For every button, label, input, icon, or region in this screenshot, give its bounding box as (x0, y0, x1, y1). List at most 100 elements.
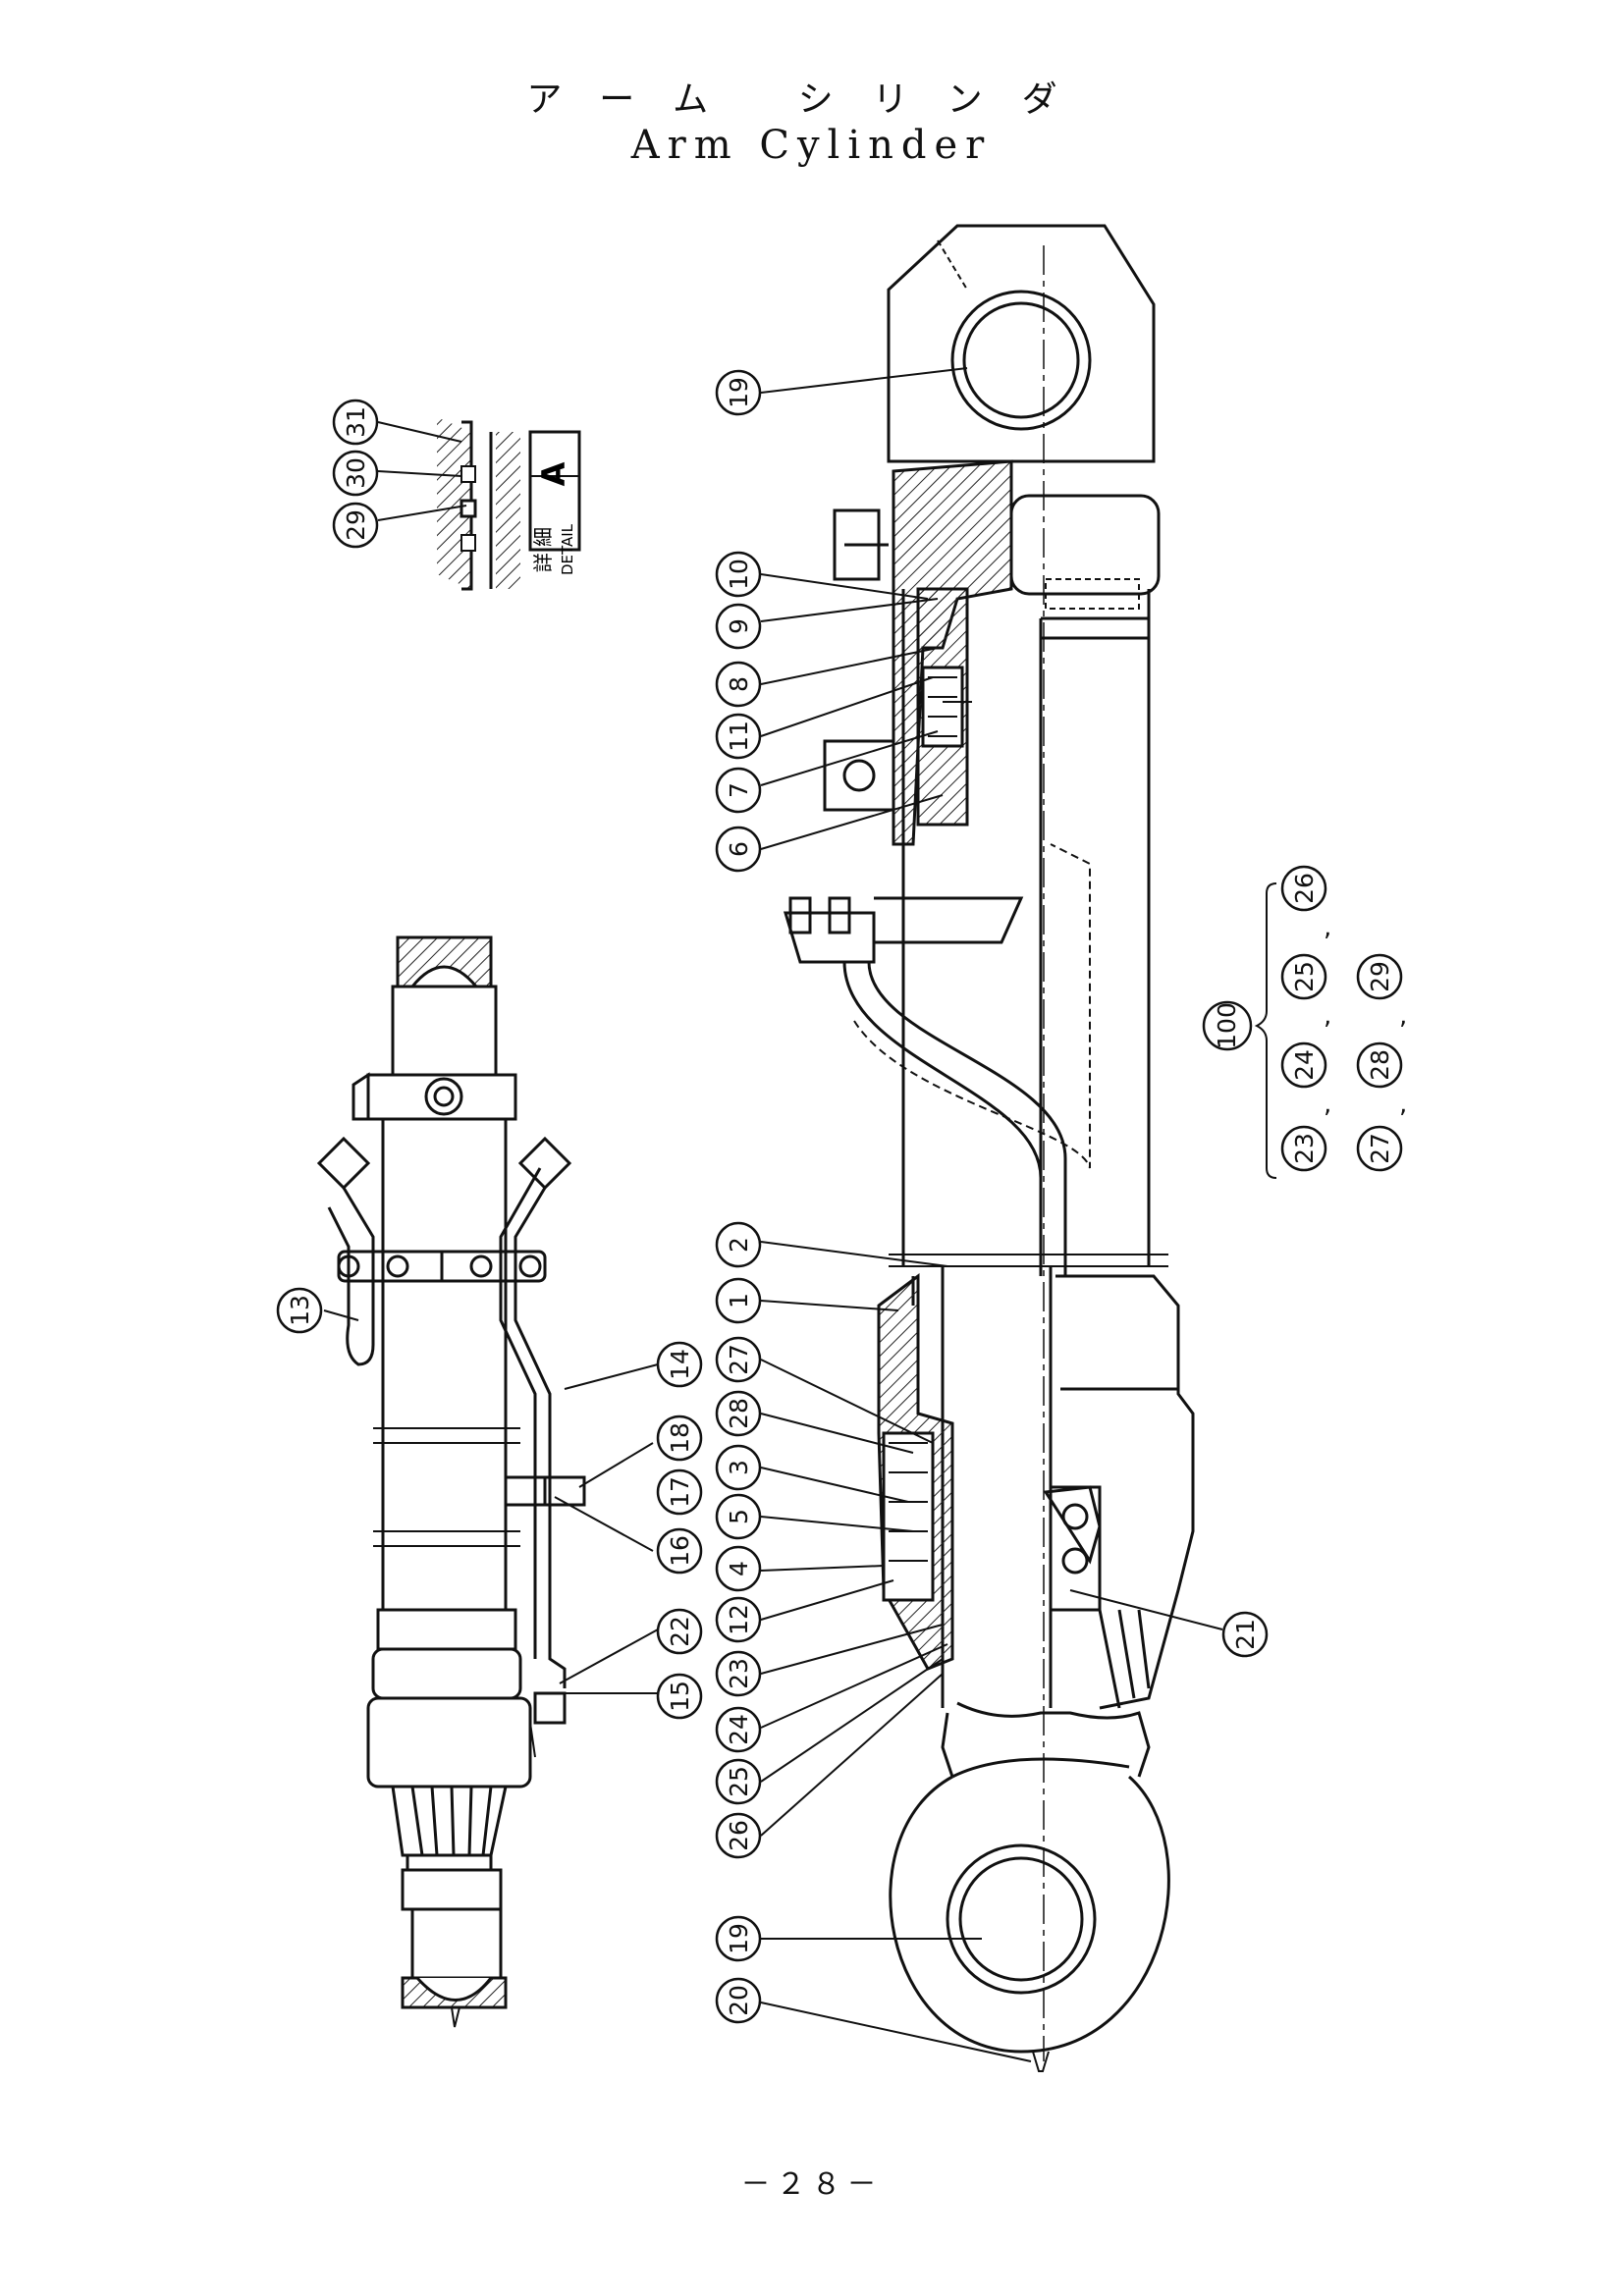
svg-text:22: 22 (666, 1616, 694, 1647)
svg-text:,: , (1324, 1090, 1331, 1119)
detail-label: 詳 細 DETAIL A (531, 461, 576, 575)
svg-text:9: 9 (725, 618, 753, 634)
svg-text:30: 30 (342, 457, 370, 489)
pipe-clamp (783, 911, 876, 964)
side-lug (823, 739, 895, 812)
svg-text:13: 13 (286, 1295, 314, 1326)
callout-19-bottom: 19 (715, 1915, 762, 1962)
assembly-item-27: 27 (1356, 1125, 1403, 1172)
detail-word: DETAIL (559, 523, 576, 575)
callout-5: 5 (715, 1493, 762, 1540)
callout-100: 100 (1202, 1000, 1253, 1051)
callout-1: 1 (715, 1277, 762, 1324)
top-pin-hole-outer (950, 290, 1092, 431)
callout-24: 24 (715, 1706, 762, 1753)
callout-20: 20 (715, 1977, 762, 2024)
svg-text:20: 20 (725, 1985, 753, 2016)
side-hose-14 (514, 1187, 567, 1688)
bottom-pin-hole-outer (946, 1843, 1097, 1995)
svg-text:15: 15 (666, 1681, 694, 1712)
gland-outline (1055, 1274, 1195, 1710)
svg-text:2: 2 (725, 1237, 753, 1253)
callout-12: 12 (715, 1596, 762, 1643)
pipe-bracket (874, 896, 1024, 944)
callout-22: 22 (656, 1608, 703, 1655)
svg-text:6: 6 (725, 841, 753, 857)
assembly-item-24: 24 (1280, 1041, 1327, 1089)
assembly-item-25: 25 (1280, 953, 1327, 1000)
svg-text:3: 3 (725, 1460, 753, 1475)
svg-text:16: 16 (666, 1535, 694, 1567)
svg-text:24: 24 (725, 1714, 753, 1745)
rod-end-neck (956, 1701, 1151, 1778)
callout-17: 17 (656, 1468, 703, 1516)
top-pin-hole-inner (962, 301, 1080, 419)
svg-text:29: 29 (1366, 961, 1394, 992)
detail-kanji: 詳 細 (531, 527, 555, 572)
svg-text:27: 27 (725, 1344, 753, 1375)
side-top-head (391, 985, 498, 1077)
svg-text:,: , (1399, 1090, 1407, 1119)
assembly-item-23: 23 (1280, 1125, 1327, 1172)
svg-text:25: 25 (1290, 961, 1319, 992)
side-gland-collar (371, 1647, 522, 1700)
svg-text:31: 31 (342, 406, 370, 438)
svg-text:,: , (1324, 913, 1331, 942)
svg-text:12: 12 (725, 1604, 753, 1635)
top-clevis (887, 224, 1156, 463)
detail-letter: A (535, 461, 572, 486)
svg-text:,: , (1324, 1001, 1331, 1031)
side-view-cylinder (316, 935, 586, 2028)
assembly-item-29: 29 (1356, 953, 1403, 1000)
detail-a (437, 417, 581, 591)
svg-text:4: 4 (725, 1561, 753, 1576)
assembly-item-26: 26 (1280, 865, 1327, 912)
detail-label-box (528, 430, 581, 552)
callout-7: 7 (715, 767, 762, 814)
callout-19-top: 19 (715, 369, 762, 416)
callout-26: 26 (715, 1812, 762, 1859)
side-fitting-right (517, 1136, 572, 1191)
callout-27: 27 (715, 1336, 762, 1383)
side-gland-body (366, 1696, 532, 1789)
bottom-pin-hole-inner (958, 1856, 1084, 1982)
assembly-commas: ,,, ,, (1324, 913, 1407, 1119)
gland-port-block (1049, 1485, 1102, 1612)
callout-13: 13 (276, 1287, 323, 1334)
svg-text:21: 21 (1231, 1619, 1260, 1650)
title-english: Arm Cylinder (630, 123, 993, 168)
callout-18: 18 (656, 1415, 703, 1462)
svg-text:19: 19 (725, 1923, 753, 1954)
callout-30: 30 (332, 450, 379, 497)
head-port-block (1009, 494, 1161, 596)
rod-end-eye (889, 1775, 1170, 2054)
svg-text:29: 29 (342, 509, 370, 541)
svg-text:11: 11 (725, 721, 753, 752)
svg-text:26: 26 (725, 1820, 753, 1851)
svg-text:10: 10 (725, 559, 753, 590)
svg-text:5: 5 (725, 1509, 753, 1524)
page-number: －２８－ (740, 2167, 883, 2202)
svg-text:26: 26 (1290, 873, 1319, 904)
svg-text:24: 24 (1290, 1049, 1319, 1081)
callouts: 19 10 9 8 11 7 6 2 1 27 28 3 5 4 12 23 2… (276, 369, 1403, 2024)
rod-end-shoulder (951, 1757, 1130, 1779)
svg-text:28: 28 (1366, 1049, 1394, 1081)
svg-text:18: 18 (666, 1422, 694, 1454)
side-head-collar (366, 1073, 517, 1121)
title-japanese: アーム シリンダ (526, 80, 1097, 120)
svg-text:8: 8 (725, 676, 753, 692)
callout-23: 23 (715, 1650, 762, 1697)
svg-text:25: 25 (725, 1766, 753, 1797)
callout-25: 25 (715, 1758, 762, 1805)
callout-8: 8 (715, 661, 762, 708)
svg-text:23: 23 (1290, 1133, 1319, 1164)
svg-text:28: 28 (725, 1398, 753, 1429)
callout-9: 9 (715, 603, 762, 650)
side-gland-taper (391, 1786, 508, 1857)
side-fitting-left (316, 1136, 371, 1191)
svg-text:27: 27 (1366, 1133, 1394, 1164)
callout-2: 2 (715, 1221, 762, 1268)
main-cylinder (783, 224, 1195, 2072)
